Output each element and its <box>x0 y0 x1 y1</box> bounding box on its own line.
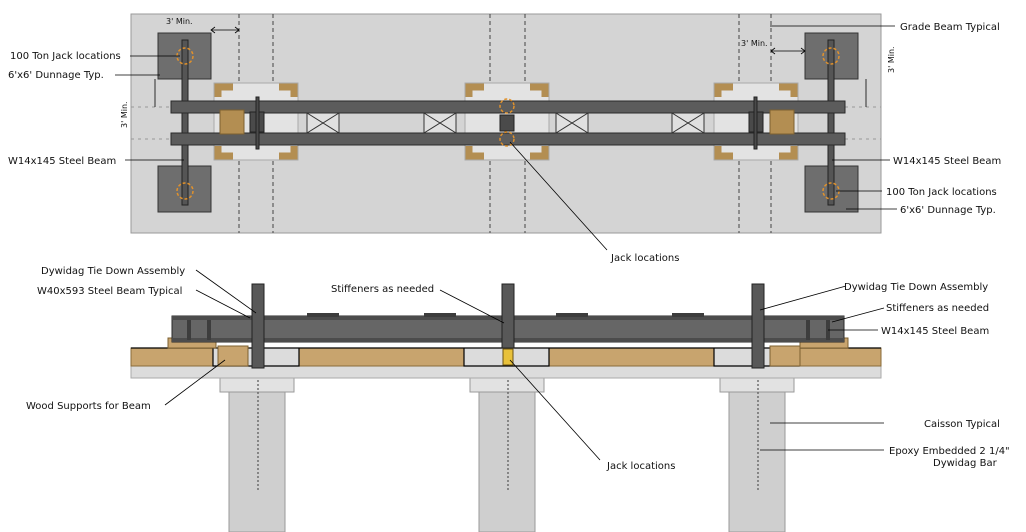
label-min-left-vertical: 3' Min. <box>120 101 129 128</box>
label-dunnage-tl: 6'x6' Dunnage Typ. <box>8 70 104 81</box>
jack-center <box>502 348 514 366</box>
label-dywidag-left: Dywidag Tie Down Assembly <box>41 266 185 277</box>
label-stiffeners-center: Stiffeners as needed <box>331 284 434 295</box>
dimensions-plan <box>154 26 867 107</box>
label-epoxy-line2: Dywidag Bar <box>933 458 998 469</box>
label-min-right-vertical: 3' Min. <box>887 46 896 73</box>
label-beam-left: W14x145 Steel Beam <box>8 156 116 167</box>
leader-lines-plan <box>115 25 897 251</box>
cross-bracing <box>306 112 705 134</box>
label-wood-supports: Wood Supports for Beam <box>26 401 151 412</box>
leader-lines-section <box>164 269 885 461</box>
section-view: Dywidag Tie Down Assembly W40x593 Steel … <box>26 266 1010 532</box>
ground-slab <box>130 365 882 379</box>
plan-view: 3' Min. 3' Min. 3' Min. 3' Min. 100 Ton … <box>8 13 1001 264</box>
tie-down-plan <box>219 96 795 150</box>
label-grade-beam: Grade Beam Typical <box>900 22 1000 33</box>
label-w40-beam: W40x593 Steel Beam Typical <box>37 286 182 297</box>
dunnage-pads <box>157 32 859 213</box>
label-caisson: Caisson Typical <box>924 419 1000 430</box>
caissons <box>219 377 795 532</box>
label-dunnage-br: 6'x6' Dunnage Typ. <box>900 205 996 216</box>
label-beam-right-section: W14x145 Steel Beam <box>881 326 989 337</box>
label-jack-locations-center: Jack locations <box>610 253 679 264</box>
w14-beams <box>181 39 835 206</box>
label-jack-locations-br: 100 Ton Jack locations <box>886 187 997 198</box>
label-jack-locations: Jack locations <box>606 461 675 472</box>
label-dywidag-right: Dywidag Tie Down Assembly <box>844 282 988 293</box>
label-stiffeners-right: Stiffeners as needed <box>886 303 989 314</box>
wood-supports <box>167 337 849 367</box>
w40-beams-plan <box>170 100 846 146</box>
label-min-top-right: 3' Min. <box>741 39 768 48</box>
jack-rings-plan <box>176 47 840 200</box>
label-beam-right: W14x145 Steel Beam <box>893 156 1001 167</box>
tie-down-columns <box>251 283 765 369</box>
label-epoxy-line1: Epoxy Embedded 2 1/4" <box>889 446 1010 457</box>
label-min-top: 3' Min. <box>166 17 193 26</box>
label-jack-locations-tl: 100 Ton Jack locations <box>10 51 121 62</box>
dywidag-bars <box>257 372 759 492</box>
